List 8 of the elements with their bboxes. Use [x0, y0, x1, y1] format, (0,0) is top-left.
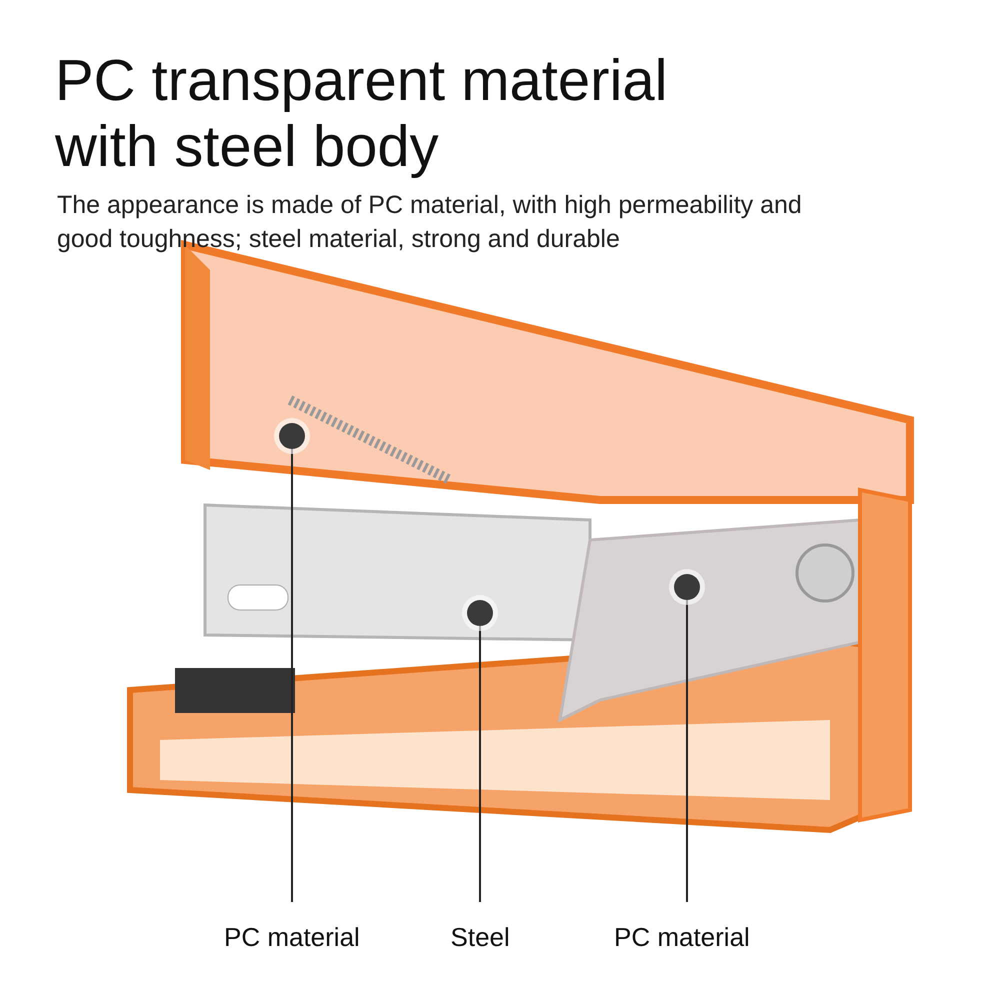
leader-line	[291, 449, 293, 902]
leader-line	[686, 600, 688, 902]
leader-line	[479, 626, 481, 902]
part-label: PC material	[614, 922, 750, 953]
part-label: Steel	[450, 922, 510, 953]
title: PC transparent material with steel body	[55, 48, 668, 180]
description-text: The appearance is made of PC material, with high permeability and good toughness; steel material, strong and durable	[57, 190, 803, 255]
part-label: PC material	[224, 922, 360, 953]
